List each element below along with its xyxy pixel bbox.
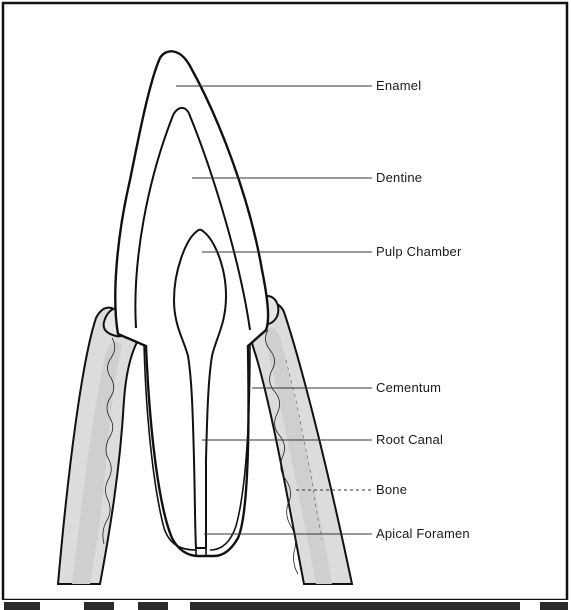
label-cementum: Cementum [376,380,441,395]
label-enamel: Enamel [376,78,421,93]
label-pulp-chamber: Pulp Chamber [376,244,462,259]
label-apical-foramen: Apical Foramen [376,526,470,541]
label-bone: Bone [376,482,407,497]
footer-strip [0,600,571,610]
label-dentine: Dentine [376,170,422,185]
label-root-canal: Root Canal [376,432,443,447]
